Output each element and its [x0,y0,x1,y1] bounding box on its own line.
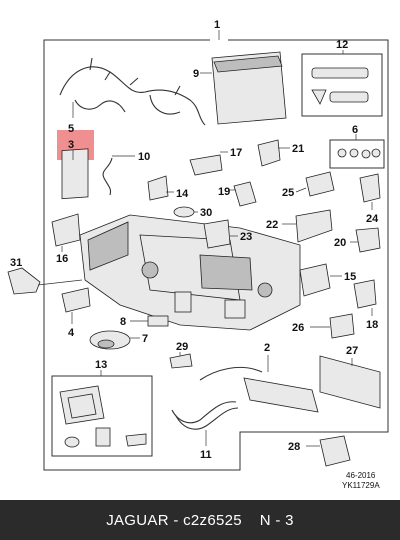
actuator-21 [257,139,290,167]
callout-31: 31 [10,257,22,269]
callout-29: 29 [176,341,188,353]
callout-16: 16 [56,253,68,265]
drain-28 [306,435,351,467]
callout-18: 18 [366,319,378,331]
callout-17: 17 [230,147,242,159]
o-ring-kit [329,134,385,169]
callout-5: 5 [68,123,74,135]
callout-8: 8 [120,316,126,328]
callout-11: 11 [200,449,212,461]
item-label: N - 3 [259,511,294,529]
foam-8 [130,315,169,327]
seal-kit [301,50,383,117]
clip-30 [173,206,198,218]
heater-core-27 [319,355,381,409]
caption-separator: - [168,511,184,529]
parts-diagram: 1 12 9 5 3 6 10 17 21 14 19 25 30 24 22 … [7,19,389,490]
callout-13: 13 [95,359,107,371]
callout-6: 6 [352,124,358,136]
callout-10: 10 [138,151,150,163]
callout-22: 22 [266,219,278,231]
callout-9: 9 [193,68,199,80]
actuator-20 [350,227,381,253]
callout-14: 14 [176,188,189,200]
callout-7: 7 [142,333,148,345]
callout-15: 15 [344,271,356,283]
callout-28: 28 [288,441,300,453]
callout-4: 4 [68,327,75,339]
blower-16 [51,213,81,252]
actuator-14 [147,175,174,201]
actuator-25 [295,171,335,197]
sensor-19 [228,181,257,207]
actuator-18 [353,279,377,316]
callout-30: 30 [200,207,212,219]
actuator-23 [203,219,238,249]
callout-27: 27 [346,345,358,357]
hvac-housing [79,214,301,331]
part-caption-bar: JAGUAR - c2z6525 N - 3 [0,500,400,540]
drawing-code: YK11729A [342,481,380,490]
callout-26: 26 [292,322,304,334]
resistor-4 [61,287,91,324]
actuator-24 [359,173,381,210]
sensor-lead [102,157,113,196]
cabin-filter [61,148,89,200]
callout-20: 20 [334,237,346,249]
sensor-26 [310,313,355,339]
heater-core [199,355,319,413]
callout-3: 3 [68,139,74,151]
blower-motor-7 [89,330,140,350]
assembly-frame [43,39,389,471]
callout-21: 21 [292,143,304,155]
callout-25: 25 [282,187,294,199]
gasket-kit [51,370,153,457]
date-code: 46-2016 [346,471,376,480]
pipe-assembly [171,401,239,446]
callout-2: 2 [264,342,270,354]
caption-spacer [242,512,260,529]
brand-label: JAGUAR [106,511,169,529]
callout-23: 23 [240,231,252,243]
actuator-17 [189,151,228,176]
mounting-bracket [7,267,83,295]
callout-19: 19 [218,186,230,198]
callout-1: 1 [214,19,220,31]
clip-29 [169,352,193,369]
actuator-22 [282,209,333,243]
part-number: c2z6525 [183,511,242,529]
evaporator-core [200,51,287,125]
callout-24: 24 [366,213,379,225]
callout-12: 12 [336,39,348,51]
wiring-harness [59,57,206,126]
actuator-15 [299,263,342,297]
